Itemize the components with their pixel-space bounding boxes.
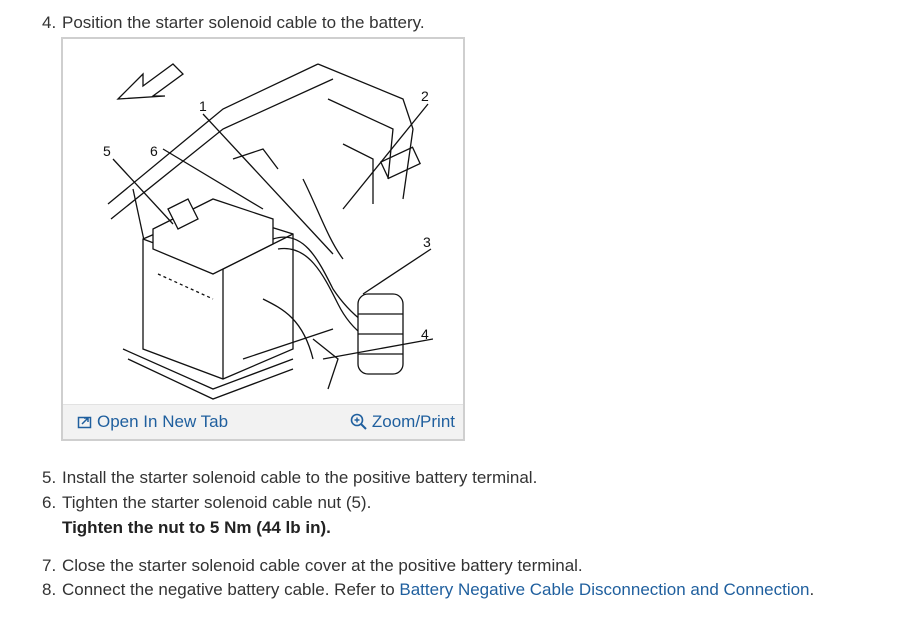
step-text: Close the starter solenoid cable cover a…: [62, 556, 583, 575]
step-6: 6. Tighten the starter solenoid cable nut…: [42, 493, 371, 513]
callout-5: 5: [103, 143, 111, 159]
figure-panel: 1 2 3 4 5 6 Open In New Tab Zoom/Print: [61, 37, 465, 441]
battery-diagram: 1 2 3 4 5 6: [103, 63, 433, 400]
open-in-new-tab-button[interactable]: Open In New Tab: [77, 412, 228, 432]
step-number: 8.: [42, 580, 57, 599]
open-in-new-tab-label: Open In New Tab: [97, 412, 229, 431]
battery-negative-cable-link[interactable]: Battery Negative Cable Disconnection and…: [399, 580, 810, 599]
callout-3: 3: [423, 234, 431, 250]
callout-6: 6: [150, 143, 158, 159]
step-text: Tighten the starter solenoid cable nut (…: [62, 493, 372, 512]
step-number: 6.: [42, 493, 57, 512]
step-7: 7. Close the starter solenoid cable cover…: [42, 556, 583, 576]
step-number: 4.: [42, 13, 57, 32]
step-8: 8. Connect the negative battery cable. Re…: [42, 580, 814, 600]
open-new-tab-icon: [77, 416, 92, 429]
step-number: 7.: [42, 556, 57, 575]
step-4: 4. Position the starter solenoid cable to…: [42, 13, 425, 33]
torque-spec-note: Tighten the nut to 5 Nm (44 lb in).: [62, 518, 331, 537]
zoom-print-button[interactable]: Zoom/Print: [350, 412, 455, 432]
step-text: Position the starter solenoid cable to t…: [62, 13, 425, 32]
step-text: Install the starter solenoid cable to th…: [62, 468, 538, 487]
zoom-print-label: Zoom/Print: [371, 412, 455, 431]
figure-toolbar: Open In New Tab Zoom/Print: [63, 404, 463, 439]
callout-4: 4: [421, 326, 429, 342]
step-5: 5. Install the starter solenoid cable to …: [42, 468, 537, 488]
callout-1: 1: [199, 98, 207, 114]
zoom-in-icon: [350, 413, 367, 430]
step-number: 5.: [42, 468, 57, 487]
step-text-end: .: [809, 580, 815, 599]
callout-2: 2: [421, 88, 429, 104]
arrow-icon: [116, 63, 184, 100]
step-text: Connect the negative battery cable. Refe…: [62, 580, 400, 599]
